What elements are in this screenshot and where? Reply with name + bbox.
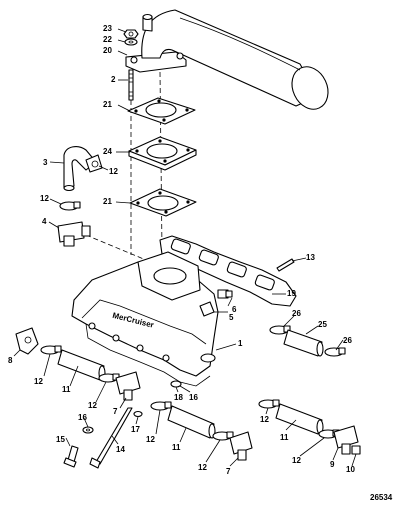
- bolt: [63, 445, 79, 468]
- callout-14: 14: [116, 445, 125, 454]
- gasket: [127, 97, 196, 125]
- callout-18: 18: [174, 393, 183, 402]
- callout-23: 23: [103, 24, 112, 33]
- hose: [283, 329, 324, 357]
- exhaust-manifold-gasket: [159, 235, 297, 307]
- callout-3: 3: [43, 158, 48, 167]
- hose: [57, 349, 106, 381]
- nut: [123, 29, 139, 39]
- callout-17: 17: [131, 425, 140, 434]
- callout-12: 12: [292, 456, 301, 465]
- callout-10: 10: [346, 465, 355, 474]
- callout-7: 7: [113, 407, 118, 416]
- hose-clamp: [150, 401, 172, 411]
- figure-number: 26534: [370, 493, 393, 502]
- stud: [128, 69, 134, 101]
- callout-2: 2: [111, 75, 116, 84]
- callout-26: 26: [343, 336, 352, 345]
- hose: [167, 405, 216, 439]
- washer: [170, 380, 182, 388]
- callout-12: 12: [109, 167, 118, 176]
- hose: [275, 403, 324, 435]
- hose-clamp: [212, 431, 234, 441]
- callout-20: 20: [103, 46, 112, 55]
- exhaust-manifold: MerCruiser: [71, 251, 219, 387]
- callout-26: 26: [292, 309, 301, 318]
- callout-12: 12: [146, 435, 155, 444]
- callout-8: 8: [8, 356, 13, 365]
- callout-12: 12: [198, 463, 207, 472]
- callout-16: 16: [78, 413, 87, 422]
- callout-11: 11: [62, 385, 71, 394]
- hose-clamp: [59, 201, 81, 211]
- callout-9: 9: [330, 460, 335, 469]
- callout-7: 7: [226, 467, 231, 476]
- stud: [276, 258, 295, 272]
- callout-labels: 23 22 20 2 21 24 21 3 12 12 4 13 19 6 5 …: [8, 24, 355, 476]
- callout-6: 6: [232, 305, 237, 314]
- callout-19: 19: [287, 289, 296, 298]
- callout-13: 13: [306, 253, 315, 262]
- callout-12: 12: [34, 377, 43, 386]
- callout-21: 21: [103, 197, 112, 206]
- callout-5: 5: [229, 313, 234, 322]
- callout-15: 15: [56, 435, 65, 444]
- washer: [133, 410, 143, 418]
- callout-25: 25: [318, 320, 327, 329]
- drain-plug: [351, 445, 361, 455]
- drain-elbow: [15, 327, 39, 355]
- callout-12: 12: [260, 415, 269, 424]
- tee-fitting: [115, 371, 141, 401]
- callout-22: 22: [103, 35, 112, 44]
- spacer-plate: [128, 136, 197, 171]
- bolt: [89, 407, 133, 469]
- gasket: [129, 188, 197, 217]
- callout-11: 11: [172, 443, 181, 452]
- hose-clamp: [40, 345, 62, 355]
- leader-lines: [13, 28, 357, 467]
- callout-12: 12: [40, 194, 49, 203]
- hose-clamp: [324, 347, 346, 357]
- washer: [124, 38, 138, 46]
- tee-fitting: [57, 221, 91, 247]
- callout-24: 24: [103, 147, 112, 156]
- callout-21: 21: [103, 100, 112, 109]
- exhaust-elbow: [125, 9, 329, 110]
- tee-fitting: [229, 431, 253, 461]
- hose-clamp: [258, 399, 280, 409]
- hose-elbow: [63, 146, 103, 192]
- washer: [82, 426, 94, 434]
- callout-12: 12: [88, 401, 97, 410]
- plug: [217, 289, 233, 299]
- callout-1: 1: [238, 339, 243, 348]
- callout-11: 11: [280, 433, 289, 442]
- tee-fitting: [333, 425, 359, 455]
- callout-16: 16: [189, 393, 198, 402]
- callout-4: 4: [42, 217, 47, 226]
